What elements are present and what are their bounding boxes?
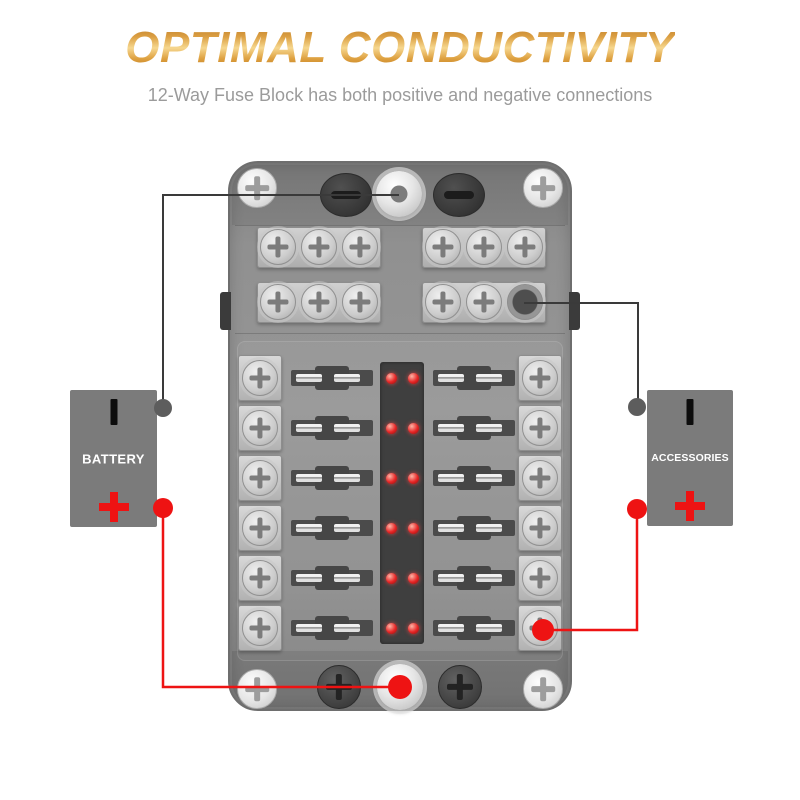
led-indicator (385, 422, 397, 434)
fuse-terminal-screw-icon (522, 410, 558, 446)
fuse-contact (476, 474, 502, 482)
led-indicator (385, 522, 397, 534)
fuse-contact (476, 624, 502, 632)
fuse-terminal-screw-icon (522, 610, 558, 646)
battery-negative-terminal-icon (110, 399, 117, 425)
fuse-contact (438, 524, 464, 532)
cover-cap-icon (433, 173, 485, 217)
fuse-terminal-screw-icon (522, 510, 558, 546)
fuse-contact (334, 424, 360, 432)
led-indicator (385, 572, 397, 584)
bus-terminal-screw-icon (342, 284, 378, 320)
battery-box: BATTERY (70, 390, 157, 527)
corner-screw-icon (237, 669, 277, 709)
fuse-contact (476, 374, 502, 382)
positive-input-stud-icon (377, 664, 423, 710)
fuse-terminal-screw-icon (242, 560, 278, 596)
corner-screw-icon (523, 168, 563, 208)
battery-label: BATTERY (82, 451, 145, 466)
fuse-contact (438, 374, 464, 382)
blade-fuse (291, 416, 373, 440)
accessories-positive-terminal-icon (675, 491, 705, 521)
cover-screw-icon (317, 665, 361, 709)
fuse-contact (438, 574, 464, 582)
fuse-terminal-screw-icon (242, 410, 278, 446)
bus-terminal-screw-icon (301, 284, 337, 320)
fuse-terminal-screw-icon (242, 510, 278, 546)
fuse-terminal-screw-icon (242, 610, 278, 646)
negative-bus-output-terminal-icon (507, 284, 543, 320)
bus-terminal-screw-icon (425, 229, 461, 265)
cover-cap-icon (320, 173, 372, 217)
bus-terminal-screw-icon (425, 284, 461, 320)
blade-fuse (433, 466, 515, 490)
blade-fuse (291, 566, 373, 590)
page-subtitle: 12-Way Fuse Block has both positive and … (147, 85, 653, 105)
fuse-contact (334, 624, 360, 632)
bus-terminal-screw-icon (342, 229, 378, 265)
header: OPTIMAL CONDUCTIVITY 12-Way Fuse Block h… (0, 26, 800, 106)
led-indicator (407, 422, 419, 434)
led-indicator (385, 372, 397, 384)
blade-fuse (433, 516, 515, 540)
fuse-contact (296, 474, 322, 482)
fuse-contact (296, 374, 322, 382)
led-indicator (385, 472, 397, 484)
page-title: OPTIMAL CONDUCTIVITY (125, 23, 675, 72)
bus-terminal-screw-icon (466, 284, 502, 320)
fuse-contact (334, 574, 360, 582)
bus-terminal-screw-icon (301, 229, 337, 265)
bus-terminal-screw-icon (260, 284, 296, 320)
fuse-contact (438, 424, 464, 432)
accessories-label: ACCESSORIES (651, 452, 729, 464)
fuse-terminal-screw-icon (242, 360, 278, 396)
fuse-contact (476, 524, 502, 532)
led-strip (380, 362, 424, 644)
bus-terminal-screw-icon (260, 229, 296, 265)
led-indicator (407, 522, 419, 534)
fuse-contact (476, 424, 502, 432)
fuse-terminal-screw-icon (522, 360, 558, 396)
blade-fuse (433, 566, 515, 590)
blade-fuse (291, 466, 373, 490)
fuse-contact (296, 524, 322, 532)
battery-positive-terminal-icon (98, 492, 129, 522)
blade-fuse (433, 366, 515, 390)
led-indicator (407, 472, 419, 484)
blade-fuse (433, 416, 515, 440)
corner-screw-icon (237, 168, 277, 208)
fuse-terminal-screw-icon (242, 460, 278, 496)
fuse-contact (334, 374, 360, 382)
led-indicator (385, 622, 397, 634)
cover-seam (235, 225, 565, 226)
blade-fuse (291, 366, 373, 390)
bus-terminal-screw-icon (466, 229, 502, 265)
led-indicator (407, 372, 419, 384)
led-indicator (407, 572, 419, 584)
blade-fuse (291, 516, 373, 540)
cover-seam (235, 333, 565, 334)
fuse-contact (438, 624, 464, 632)
fuse-contact (296, 424, 322, 432)
fuse-terminal-screw-icon (522, 460, 558, 496)
fuse-contact (334, 524, 360, 532)
led-indicator (407, 622, 419, 634)
blade-fuse (433, 616, 515, 640)
fuse-contact (296, 574, 322, 582)
accessories-box: ACCESSORIES (647, 390, 733, 526)
fuse-terminal-screw-icon (522, 560, 558, 596)
corner-screw-icon (523, 669, 563, 709)
blade-fuse (291, 616, 373, 640)
fuse-contact (476, 574, 502, 582)
accessories-negative-terminal-icon (686, 399, 694, 425)
negative-input-stud-icon (376, 171, 422, 217)
bus-terminal-screw-icon (507, 229, 543, 265)
fuse-contact (296, 624, 322, 632)
fuse-contact (334, 474, 360, 482)
cover-screw-icon (438, 665, 482, 709)
fuse-contact (438, 474, 464, 482)
